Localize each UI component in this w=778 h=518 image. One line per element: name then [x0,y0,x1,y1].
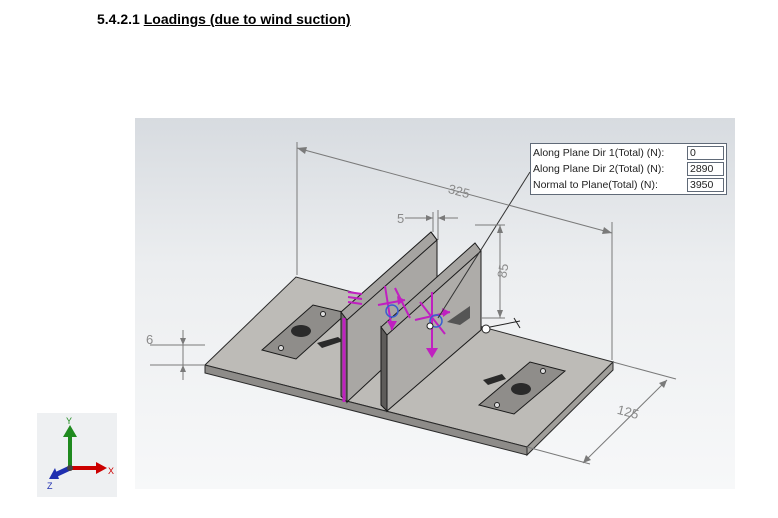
callout-row-dir1: Along Plane Dir 1(Total) (N): 0 [533,145,724,161]
callout-value-normal: 3950 [687,178,724,192]
dim-base-thickness: 6 [146,332,153,347]
dim-length: 325 [447,181,472,201]
section-number: 5.4.2.1 [97,11,140,27]
axis-triad-icon: Y X Z [47,416,114,491]
callout-row-normal: Normal to Plane(Total) (N): 3950 [533,177,724,193]
callout-label-normal: Normal to Plane(Total) (N): [533,179,658,191]
dim-gap: 5 [397,211,404,226]
callout-value-dir1: 0 [687,146,724,160]
callout-label-dir1: Along Plane Dir 1(Total) (N): [533,147,665,159]
load-callout: Along Plane Dir 1(Total) (N): 0 Along Pl… [530,143,727,195]
section-heading: 5.4.2.1 Loadings (due to wind suction) [97,11,351,27]
callout-value-dir2: 2890 [687,162,724,176]
callout-label-dir2: Along Plane Dir 2(Total) (N): [533,163,665,175]
axis-label-x: X [108,466,114,476]
callout-row-dir2: Along Plane Dir 2(Total) (N): 2890 [533,161,724,177]
axis-triad: Y X Z [37,413,117,497]
axis-label-y: Y [66,416,72,426]
dimension-lines [150,142,677,465]
dim-width: 125 [616,402,641,422]
section-title: Loadings (due to wind suction) [143,11,351,27]
callout-leader [437,171,531,319]
base-plate-side [526,360,614,457]
axis-label-z: Z [47,481,53,491]
dim-fin-height: 85 [494,262,511,279]
